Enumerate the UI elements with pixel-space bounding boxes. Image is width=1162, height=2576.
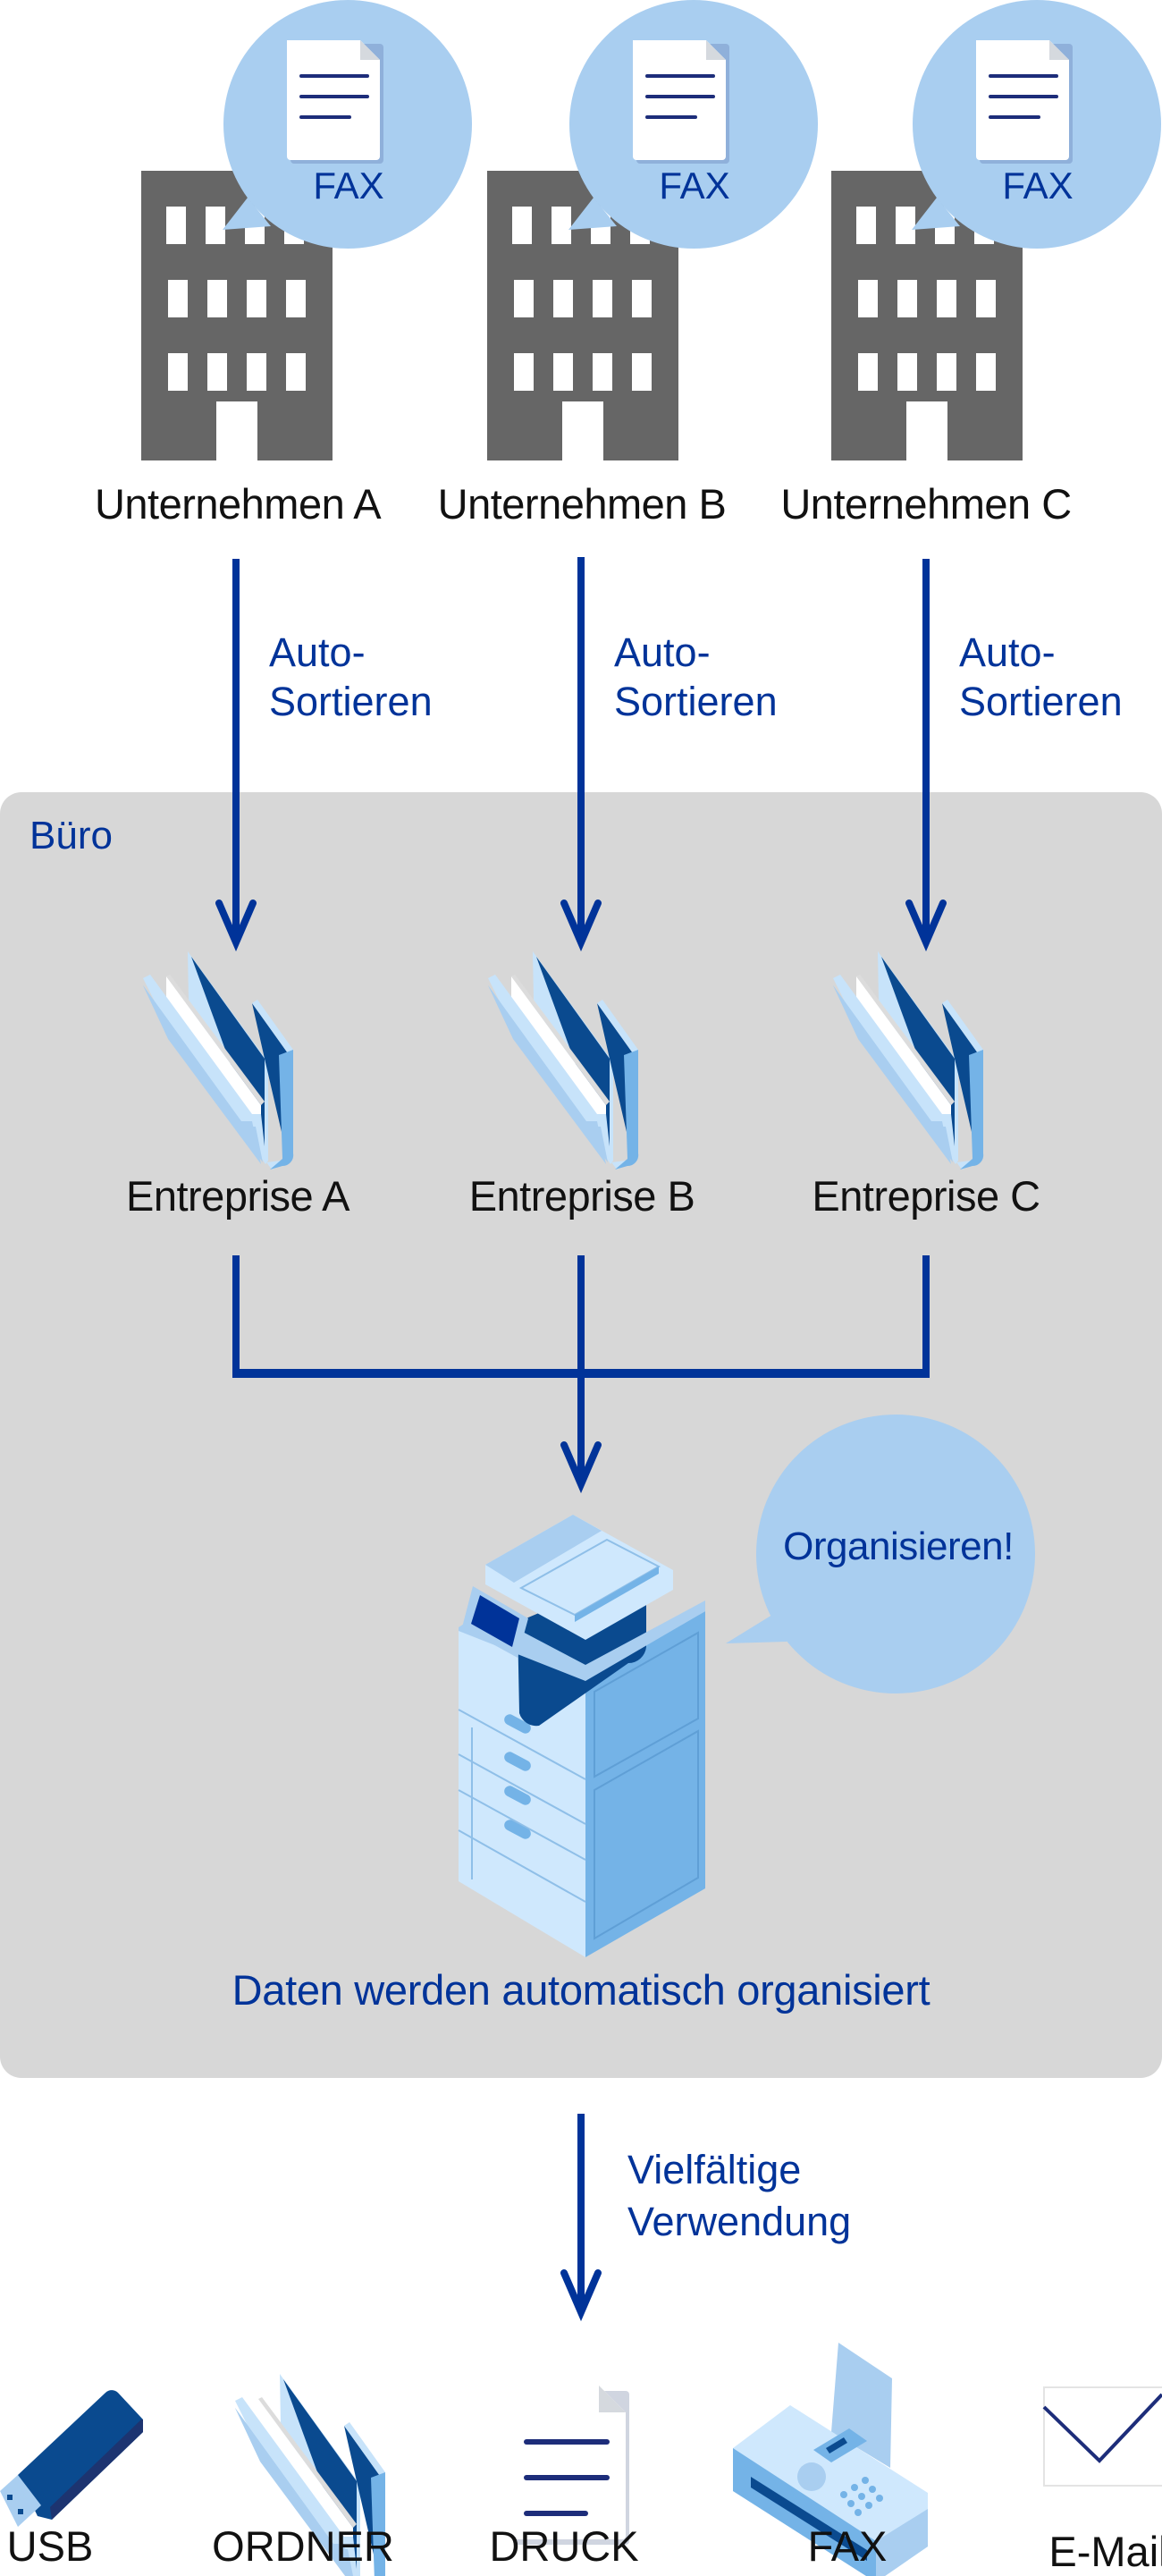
organize-bubble-text: Organisieren! <box>783 1524 1014 1568</box>
folder-label-b: Entreprise B <box>468 1172 695 1220</box>
output-label-fax: FAX <box>807 2522 888 2570</box>
sort-label-b-line1: Auto- <box>614 629 711 675</box>
folder-icon-a <box>143 951 294 1170</box>
office-title: Büro <box>29 814 113 857</box>
sort-label-c-line1: Auto- <box>959 629 1056 675</box>
merge-connector <box>232 1255 930 1484</box>
fax-bubble-text-a: FAX <box>313 165 384 207</box>
folder-label-c: Entreprise C <box>812 1172 1040 1220</box>
output-arrow-label: Vielfältige Verwendung <box>627 2144 851 2248</box>
sort-label-c-line2: Sortieren <box>959 679 1123 724</box>
company-label-a: Unternehmen A <box>94 480 382 528</box>
fax-bubble-text-b: FAX <box>659 165 730 207</box>
company-label-b: Unternehmen B <box>437 480 727 528</box>
company-label-c: Unternehmen C <box>780 480 1072 528</box>
folder-icon-c <box>833 951 984 1170</box>
sort-arrow-b <box>564 557 598 942</box>
envelope-icon <box>1042 2386 1162 2487</box>
sort-label-a-line1: Auto- <box>269 629 366 675</box>
output-label-druck: DRUCK <box>489 2522 639 2570</box>
output-arrow <box>564 2114 598 2312</box>
output-arrow-label-line1: Vielfältige <box>627 2147 802 2192</box>
sort-label-a-line2: Sortieren <box>269 679 433 724</box>
sort-label-c: Auto- Sortieren <box>959 628 1123 726</box>
fax-bubble-text-c: FAX <box>1002 165 1074 207</box>
office-caption: Daten werden automatisch organisiert <box>232 1966 930 2014</box>
output-label-usb: USB <box>6 2522 94 2570</box>
usb-stick-icon <box>0 2390 143 2527</box>
folder-label-a: Entreprise A <box>125 1172 350 1220</box>
multifunction-printer-icon <box>458 1515 705 1957</box>
sort-label-a: Auto- Sortieren <box>269 628 433 726</box>
sort-arrow-a <box>219 559 253 942</box>
sort-label-b-line2: Sortieren <box>614 679 778 724</box>
organize-speech-bubble <box>726 1415 1035 1693</box>
sort-label-b: Auto- Sortieren <box>614 628 778 726</box>
output-label-ordner: ORDNER <box>212 2522 394 2570</box>
sort-arrow-c <box>909 559 943 942</box>
output-label-email: E-Mail <box>1048 2528 1162 2575</box>
fax-machine-icon <box>733 2343 928 2576</box>
folder-icon-b <box>488 951 639 1170</box>
output-arrow-label-line2: Verwendung <box>627 2199 852 2244</box>
document-icon <box>511 2386 629 2545</box>
